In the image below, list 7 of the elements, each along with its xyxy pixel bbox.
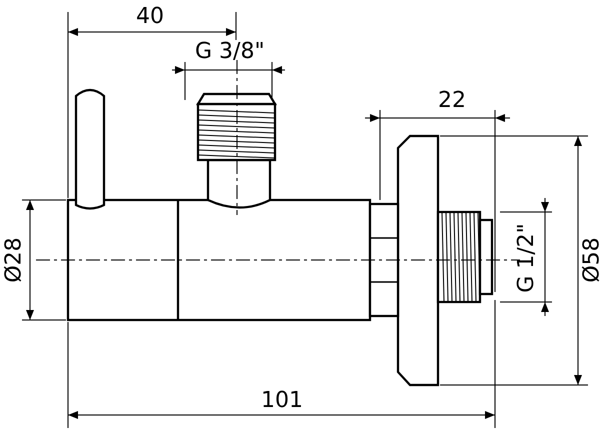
- dimension-label: 101: [261, 390, 303, 412]
- dimension-label: Ø58: [581, 237, 600, 283]
- dimension-label: 22: [438, 90, 466, 112]
- dimension-label: 40: [136, 6, 164, 28]
- dimension-label: G 1/2": [516, 223, 538, 293]
- dimension-label: G 3/8": [195, 41, 265, 63]
- dimension-label: Ø28: [3, 237, 26, 283]
